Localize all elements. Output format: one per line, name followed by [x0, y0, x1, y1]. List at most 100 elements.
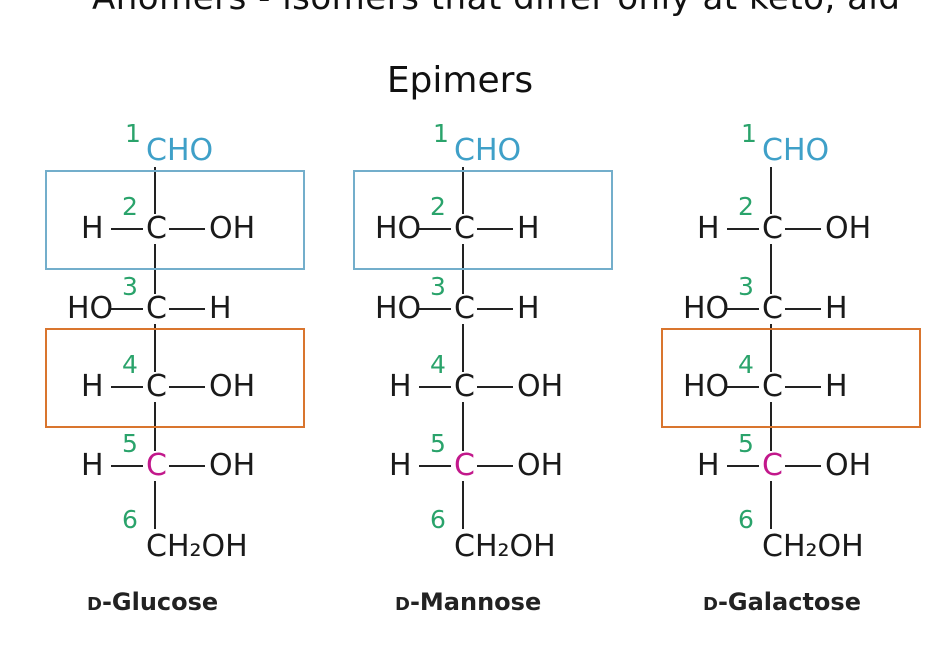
right-substituent: H [209, 291, 232, 326]
carbon-number: 2 [122, 192, 138, 221]
highlight-box-orange-c4 [45, 328, 305, 428]
left-substituent: HO [375, 291, 422, 326]
right-bond [785, 465, 821, 467]
left-bond [419, 228, 451, 230]
carbon-atom: C [145, 211, 168, 246]
sugar-name-prefix: D [395, 594, 410, 615]
left-bond [419, 308, 451, 310]
left-bond [727, 228, 759, 230]
hydroxymethyl-group: CH₂OH [146, 529, 248, 564]
right-substituent: OH [517, 448, 564, 483]
left-bond [727, 465, 759, 467]
right-bond [477, 308, 513, 310]
carbon-number: 2 [430, 192, 446, 221]
highlight-box-blue-c2 [353, 170, 613, 270]
left-bond [419, 386, 451, 388]
carbon-atom: C [145, 369, 168, 404]
hydroxymethyl-group: CH₂OH [762, 529, 864, 564]
left-substituent: H [389, 369, 412, 404]
aldehyde-group: CHO [454, 133, 522, 168]
right-bond [785, 386, 821, 388]
left-substituent: H [697, 211, 720, 246]
aldehyde-group: CHO [146, 133, 214, 168]
carbon-number: 6 [738, 505, 754, 534]
carbon-atom: C [761, 369, 784, 404]
right-substituent: OH [517, 369, 564, 404]
carbon-number: 6 [430, 505, 446, 534]
left-substituent: HO [375, 211, 422, 246]
left-substituent: HO [683, 369, 730, 404]
carbon-atom: C [453, 448, 476, 483]
sugar-name-prefix: D [703, 594, 718, 615]
right-substituent: H [517, 291, 540, 326]
right-substituent: OH [825, 448, 872, 483]
sugar-name-prefix: D [87, 594, 102, 615]
left-bond [111, 465, 143, 467]
carbon-atom: C [761, 291, 784, 326]
backbone-bond [462, 167, 464, 529]
left-substituent: H [81, 211, 104, 246]
right-substituent: H [825, 291, 848, 326]
aldehyde-group: CHO [762, 133, 830, 168]
right-substituent: H [517, 211, 540, 246]
carbon-number: 4 [430, 350, 446, 379]
backbone-bond [154, 167, 156, 529]
carbon-atom: C [453, 211, 476, 246]
right-substituent: OH [209, 369, 256, 404]
carbon-number: 1 [125, 119, 141, 148]
right-bond [169, 228, 205, 230]
left-substituent: H [81, 448, 104, 483]
right-bond [169, 308, 205, 310]
sugar-name-label: D-Galactose [703, 588, 861, 616]
left-bond [111, 386, 143, 388]
right-bond [785, 228, 821, 230]
right-substituent: OH [209, 448, 256, 483]
left-substituent: HO [67, 291, 114, 326]
carbon-number: 4 [738, 350, 754, 379]
left-bond [419, 465, 451, 467]
carbon-number: 3 [122, 272, 138, 301]
right-bond [477, 465, 513, 467]
header-cut-text: Anomers - isomers that differ only at ke… [92, 0, 900, 18]
right-bond [785, 308, 821, 310]
left-bond [111, 308, 143, 310]
carbon-number: 5 [430, 429, 446, 458]
slide-title: Epimers [386, 60, 534, 101]
carbon-atom: C [145, 291, 168, 326]
left-substituent: HO [683, 291, 730, 326]
sugar-name: -Galactose [717, 588, 861, 616]
right-bond [477, 228, 513, 230]
right-bond [477, 386, 513, 388]
carbon-number: 2 [738, 192, 754, 221]
right-bond [169, 386, 205, 388]
carbon-number: 1 [741, 119, 757, 148]
carbon-atom: C [761, 448, 784, 483]
right-substituent: OH [209, 211, 256, 246]
left-substituent: H [697, 448, 720, 483]
sugar-name: -Mannose [409, 588, 542, 616]
carbon-atom: C [453, 369, 476, 404]
carbon-number: 5 [122, 429, 138, 458]
backbone-bond [770, 167, 772, 529]
sugar-name-label: D-Mannose [395, 588, 541, 616]
carbon-number: 3 [430, 272, 446, 301]
carbon-number: 1 [433, 119, 449, 148]
carbon-number: 6 [122, 505, 138, 534]
sugar-name: -Glucose [101, 588, 219, 616]
highlight-box-orange-c4 [661, 328, 921, 428]
carbon-atom: C [453, 291, 476, 326]
highlight-box-blue-c2 [45, 170, 305, 270]
left-substituent: H [81, 369, 104, 404]
right-bond [169, 465, 205, 467]
left-bond [727, 386, 759, 388]
carbon-number: 3 [738, 272, 754, 301]
carbon-atom: C [761, 211, 784, 246]
carbon-number: 5 [738, 429, 754, 458]
left-substituent: H [389, 448, 412, 483]
carbon-number: 4 [122, 350, 138, 379]
carbon-atom: C [145, 448, 168, 483]
left-bond [111, 228, 143, 230]
right-substituent: H [825, 369, 848, 404]
hydroxymethyl-group: CH₂OH [454, 529, 556, 564]
sugar-name-label: D-Glucose [87, 588, 218, 616]
